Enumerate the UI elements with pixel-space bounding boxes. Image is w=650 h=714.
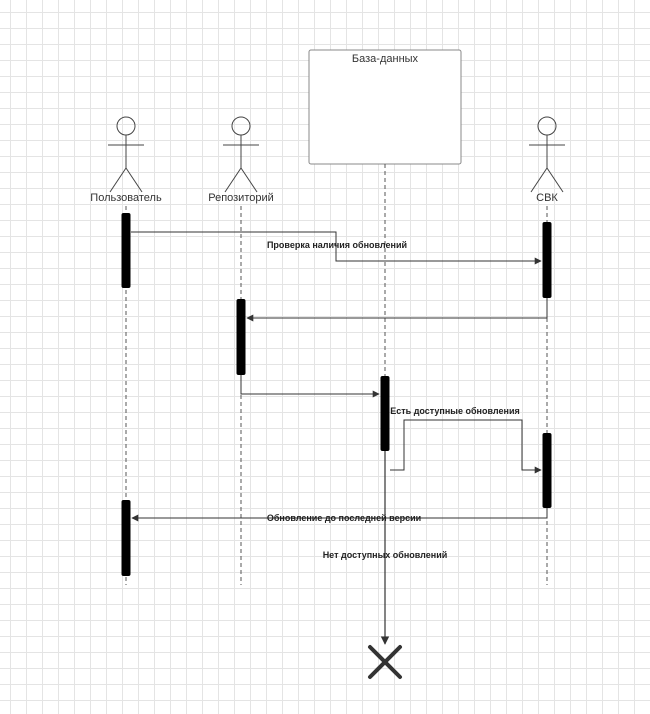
actor-repo-label: Репозиторий — [208, 192, 274, 204]
activation-svk-1[interactable] — [542, 222, 552, 298]
actor-svk[interactable]: СВК — [529, 116, 565, 204]
database-box[interactable]: База-данных — [308, 49, 462, 165]
activation-database-1[interactable] — [380, 376, 390, 451]
activation-svk-2[interactable] — [542, 433, 552, 508]
message-repo-to-database[interactable] — [240, 375, 380, 398]
stick-figure-icon — [223, 116, 259, 193]
message-no-updates-label: Нет доступных обновлений — [323, 550, 448, 560]
actor-user[interactable]: Пользователь — [90, 116, 162, 204]
stick-figure-icon — [108, 116, 144, 193]
actor-svk-label: СВК — [536, 192, 558, 204]
message-update-latest-label: Обновление до последней версии — [267, 513, 421, 523]
message-check-updates[interactable]: Проверка наличия обновлений — [131, 231, 542, 265]
actor-repo[interactable]: Репозиторий — [208, 116, 274, 204]
message-svk-to-repo[interactable] — [246, 298, 548, 322]
activation-repo-1[interactable] — [236, 299, 246, 375]
message-update-latest[interactable]: Обновление до последней версии — [131, 508, 548, 523]
message-check-updates-label: Проверка наличия обновлений — [267, 240, 407, 250]
activation-user-2[interactable] — [121, 500, 131, 576]
message-available-updates-label: Есть доступные обновления — [390, 406, 519, 416]
actor-user-label: Пользователь — [90, 192, 162, 204]
stick-figure-icon — [529, 116, 565, 193]
database-label: База-данных — [352, 53, 419, 65]
destroy-x-icon — [368, 645, 402, 679]
activation-user-1[interactable] — [121, 213, 131, 288]
message-available-updates[interactable]: Есть доступные обновления — [390, 406, 542, 474]
